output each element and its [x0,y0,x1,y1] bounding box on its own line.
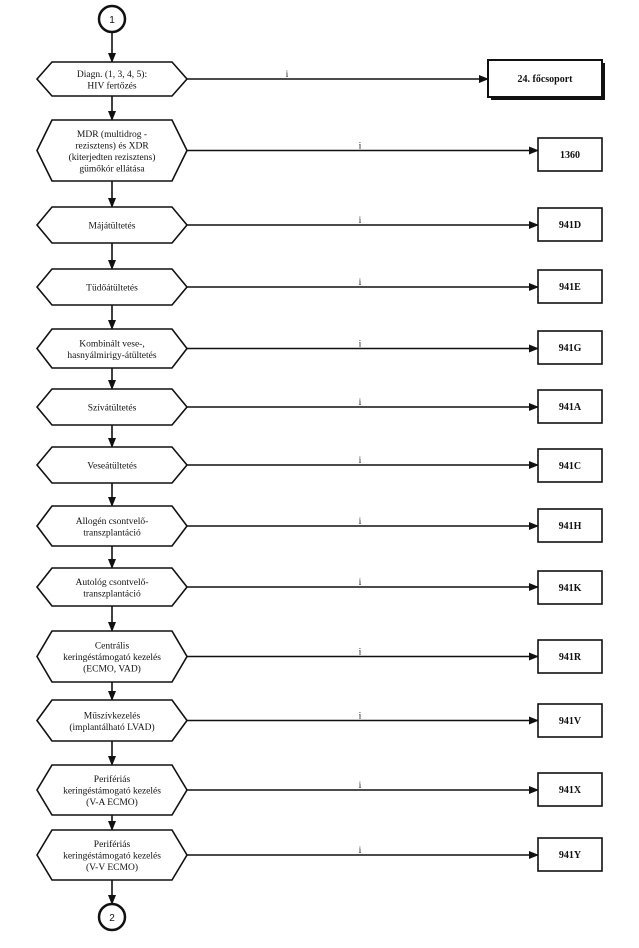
branch-label: i [359,141,362,151]
decision-label: Perifériás [94,839,131,850]
branch-label: i [359,277,362,287]
decision-label: MDR (multidrog - [77,129,147,140]
target-box [537,137,603,172]
target-label: 941R [559,652,582,663]
branch-label: i [359,455,362,465]
branch-label: i [359,215,362,225]
branch-label: i [286,69,289,79]
branch-label: i [359,516,362,526]
decision-label: Tüdőátültetés [86,284,138,294]
decision-label: Autológ csontvelő- [75,578,148,588]
decision-label: transzplantáció [83,589,141,599]
decision-label: Centrális [95,642,130,652]
decision-label: keringéstámogató kezelés [63,653,161,663]
decision-label: Perifériás [94,774,131,785]
target-box [537,703,603,738]
target-label: 941V [559,716,582,727]
target-box [537,570,603,605]
target-label: 941D [559,220,581,231]
decision-label: (V-A ECMO) [86,797,138,808]
target-box [537,207,603,242]
decision-label: transzplantáció [83,528,141,538]
target-label: 941X [559,785,582,796]
decision-label: keringéstámogató kezelés [63,852,161,862]
target-box [537,269,603,304]
decision-label: rezisztens) és XDR [75,140,149,151]
branch-label: i [359,711,362,721]
target-label: 941E [559,282,581,293]
decision-label: HIV fertőzés [87,80,136,91]
target-box [537,389,603,424]
target-label: 941G [559,343,582,354]
branch-label: i [359,780,362,790]
target-label: 1360 [560,150,580,161]
target-box [537,772,603,807]
start-connector-label: 1 [109,15,115,26]
decision-label: (V-V ECMO) [86,862,138,873]
target-box [537,330,603,365]
target-box [537,448,603,483]
decision-label: Veseátültetés [87,462,137,472]
decision-label: hasnyálmirigy-átültetés [67,351,156,361]
target-box [537,837,603,872]
decision-label: keringéstámogató kezelés [63,787,161,797]
end-connector-label: 2 [109,913,115,924]
branch-label: i [359,577,362,587]
target-label: 24. főcsoport [518,74,574,85]
decision-label: Májátültetés [89,222,136,232]
target-label: 941C [559,461,581,472]
target-label: 941K [559,583,582,594]
decision-label: (implantálható LVAD) [69,722,154,733]
target-box [487,59,603,98]
decision-label: Műszívkezelés [84,711,141,721]
decision-label: Szívátültetés [88,404,137,414]
target-box [537,639,603,674]
target-label: 941Y [559,850,582,861]
decision-label: (ECMO, VAD) [83,664,141,675]
decision-label: Kombinált vese-, [79,339,144,349]
decision-label: Diagn. (1, 3, 4, 5): [77,69,147,80]
target-box [537,508,603,543]
branch-label: i [359,647,362,657]
decision-label: gümőkór ellátása [79,164,145,174]
branch-label: i [359,397,362,407]
decision-label: Allogén csontvelő- [76,517,149,527]
branch-label: i [359,339,362,349]
decision-label: (kiterjedten rezisztens) [69,152,156,163]
target-label: 941A [559,402,582,413]
target-label: 941H [559,521,582,532]
branch-label: i [359,845,362,855]
